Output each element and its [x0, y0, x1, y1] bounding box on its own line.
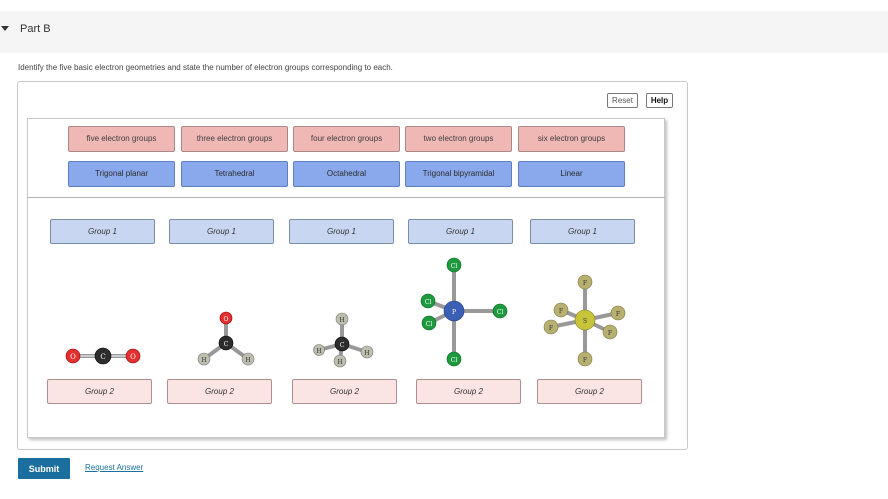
drop-target-group-1[interactable]: Group 1 [169, 219, 274, 244]
label-three-electron-groups[interactable]: three electron groups [181, 126, 288, 152]
atom-f [543, 319, 559, 335]
atom-c [334, 336, 350, 352]
atom-h [197, 352, 211, 366]
atom-cl [492, 303, 508, 319]
atom-label: H [364, 350, 369, 357]
atom-label: H [337, 359, 342, 366]
co2-molecule-icon: O C O [65, 347, 141, 365]
label-four-electron-groups[interactable]: four electron groups [293, 126, 400, 152]
atom-f [577, 274, 593, 290]
atom-label: H [339, 317, 344, 324]
atom-cl [446, 351, 462, 367]
drop-target-group-1[interactable]: Group 1 [408, 219, 513, 244]
atom-h [333, 354, 347, 368]
atom-label: F [608, 330, 612, 337]
atom-c [94, 347, 112, 365]
atom-label: F [549, 325, 553, 332]
atom-label: H [316, 348, 321, 355]
submit-button[interactable]: Submit [18, 458, 70, 479]
sf6-molecule-icon: F F F S F F F [543, 274, 626, 367]
request-answer-link[interactable]: Request Answer [85, 463, 144, 472]
label-two-electron-groups[interactable]: two electron groups [405, 126, 512, 152]
atom-f [553, 302, 569, 318]
drop-target-group-2[interactable]: Group 2 [47, 379, 152, 404]
drop-target-group-1[interactable]: Group 1 [289, 219, 394, 244]
atom-label: H [245, 357, 250, 364]
atom-label: Cl [451, 357, 458, 364]
atom-h [241, 352, 255, 366]
atom-label: F [616, 311, 620, 318]
caret-down-icon[interactable] [1, 26, 9, 31]
atom-label: C [224, 341, 229, 348]
drop-target-group-2[interactable]: Group 2 [167, 379, 272, 404]
atom-label: Cl [451, 263, 458, 270]
atom-label: Cl [425, 299, 432, 306]
atom-label: Cl [497, 309, 504, 316]
atom-label: C [340, 342, 345, 349]
tray-divider [27, 197, 665, 198]
label-linear[interactable]: Linear [518, 161, 625, 187]
atom-label: Cl [426, 321, 433, 328]
drop-target-group-2[interactable]: Group 2 [416, 379, 521, 404]
atom-label: F [559, 308, 563, 315]
atom-label: H [201, 357, 206, 364]
atom-cl [446, 257, 462, 273]
part-title: Part B [20, 23, 51, 35]
atom-o [125, 348, 141, 364]
label-six-electron-groups[interactable]: six electron groups [518, 126, 625, 152]
atom-h [335, 312, 349, 326]
atom-label: O [130, 353, 136, 361]
atom-cl [421, 315, 437, 331]
drop-target-group-1[interactable]: Group 1 [530, 219, 635, 244]
atom-label: O [224, 316, 229, 323]
atom-label: F [583, 357, 587, 364]
atom-f [577, 351, 593, 367]
atom-cl [420, 293, 436, 309]
drop-target-group-2[interactable]: Group 2 [537, 379, 642, 404]
label-octahedral[interactable]: Octahedral [293, 161, 400, 187]
part-header[interactable]: Part B [0, 11, 888, 53]
pcl5-molecule-icon: Cl Cl Cl P Cl Cl [420, 257, 508, 367]
atom-label: F [583, 280, 587, 287]
atom-c [218, 335, 234, 351]
label-five-electron-groups[interactable]: five electron groups [68, 126, 175, 152]
atom-h [313, 344, 325, 356]
label-tetrahedral[interactable]: Tetrahedral [181, 161, 288, 187]
atom-label: O [70, 353, 76, 361]
label-trigonal-planar[interactable]: Trigonal planar [68, 161, 175, 187]
formaldehyde-molecule-icon: O C H H [197, 311, 255, 366]
atom-h [360, 345, 374, 359]
reset-button[interactable]: Reset [607, 93, 638, 108]
atom-label: S [583, 318, 587, 325]
label-trigonal-bipyramidal[interactable]: Trigonal bipyramidal [405, 161, 512, 187]
atom-o [65, 348, 81, 364]
atom-label: P [452, 309, 456, 316]
atom-label: C [100, 353, 105, 361]
atom-f [610, 305, 626, 321]
drop-target-group-2[interactable]: Group 2 [292, 379, 397, 404]
help-button[interactable]: Help [646, 93, 673, 108]
methane-molecule-icon: H C H H H [313, 312, 374, 368]
atom-f [602, 324, 618, 340]
atom-p [443, 300, 465, 322]
atom-s [574, 309, 596, 331]
drop-target-group-1[interactable]: Group 1 [50, 219, 155, 244]
question-text: Identify the five basic electron geometr… [18, 63, 393, 72]
atom-o [219, 311, 233, 325]
